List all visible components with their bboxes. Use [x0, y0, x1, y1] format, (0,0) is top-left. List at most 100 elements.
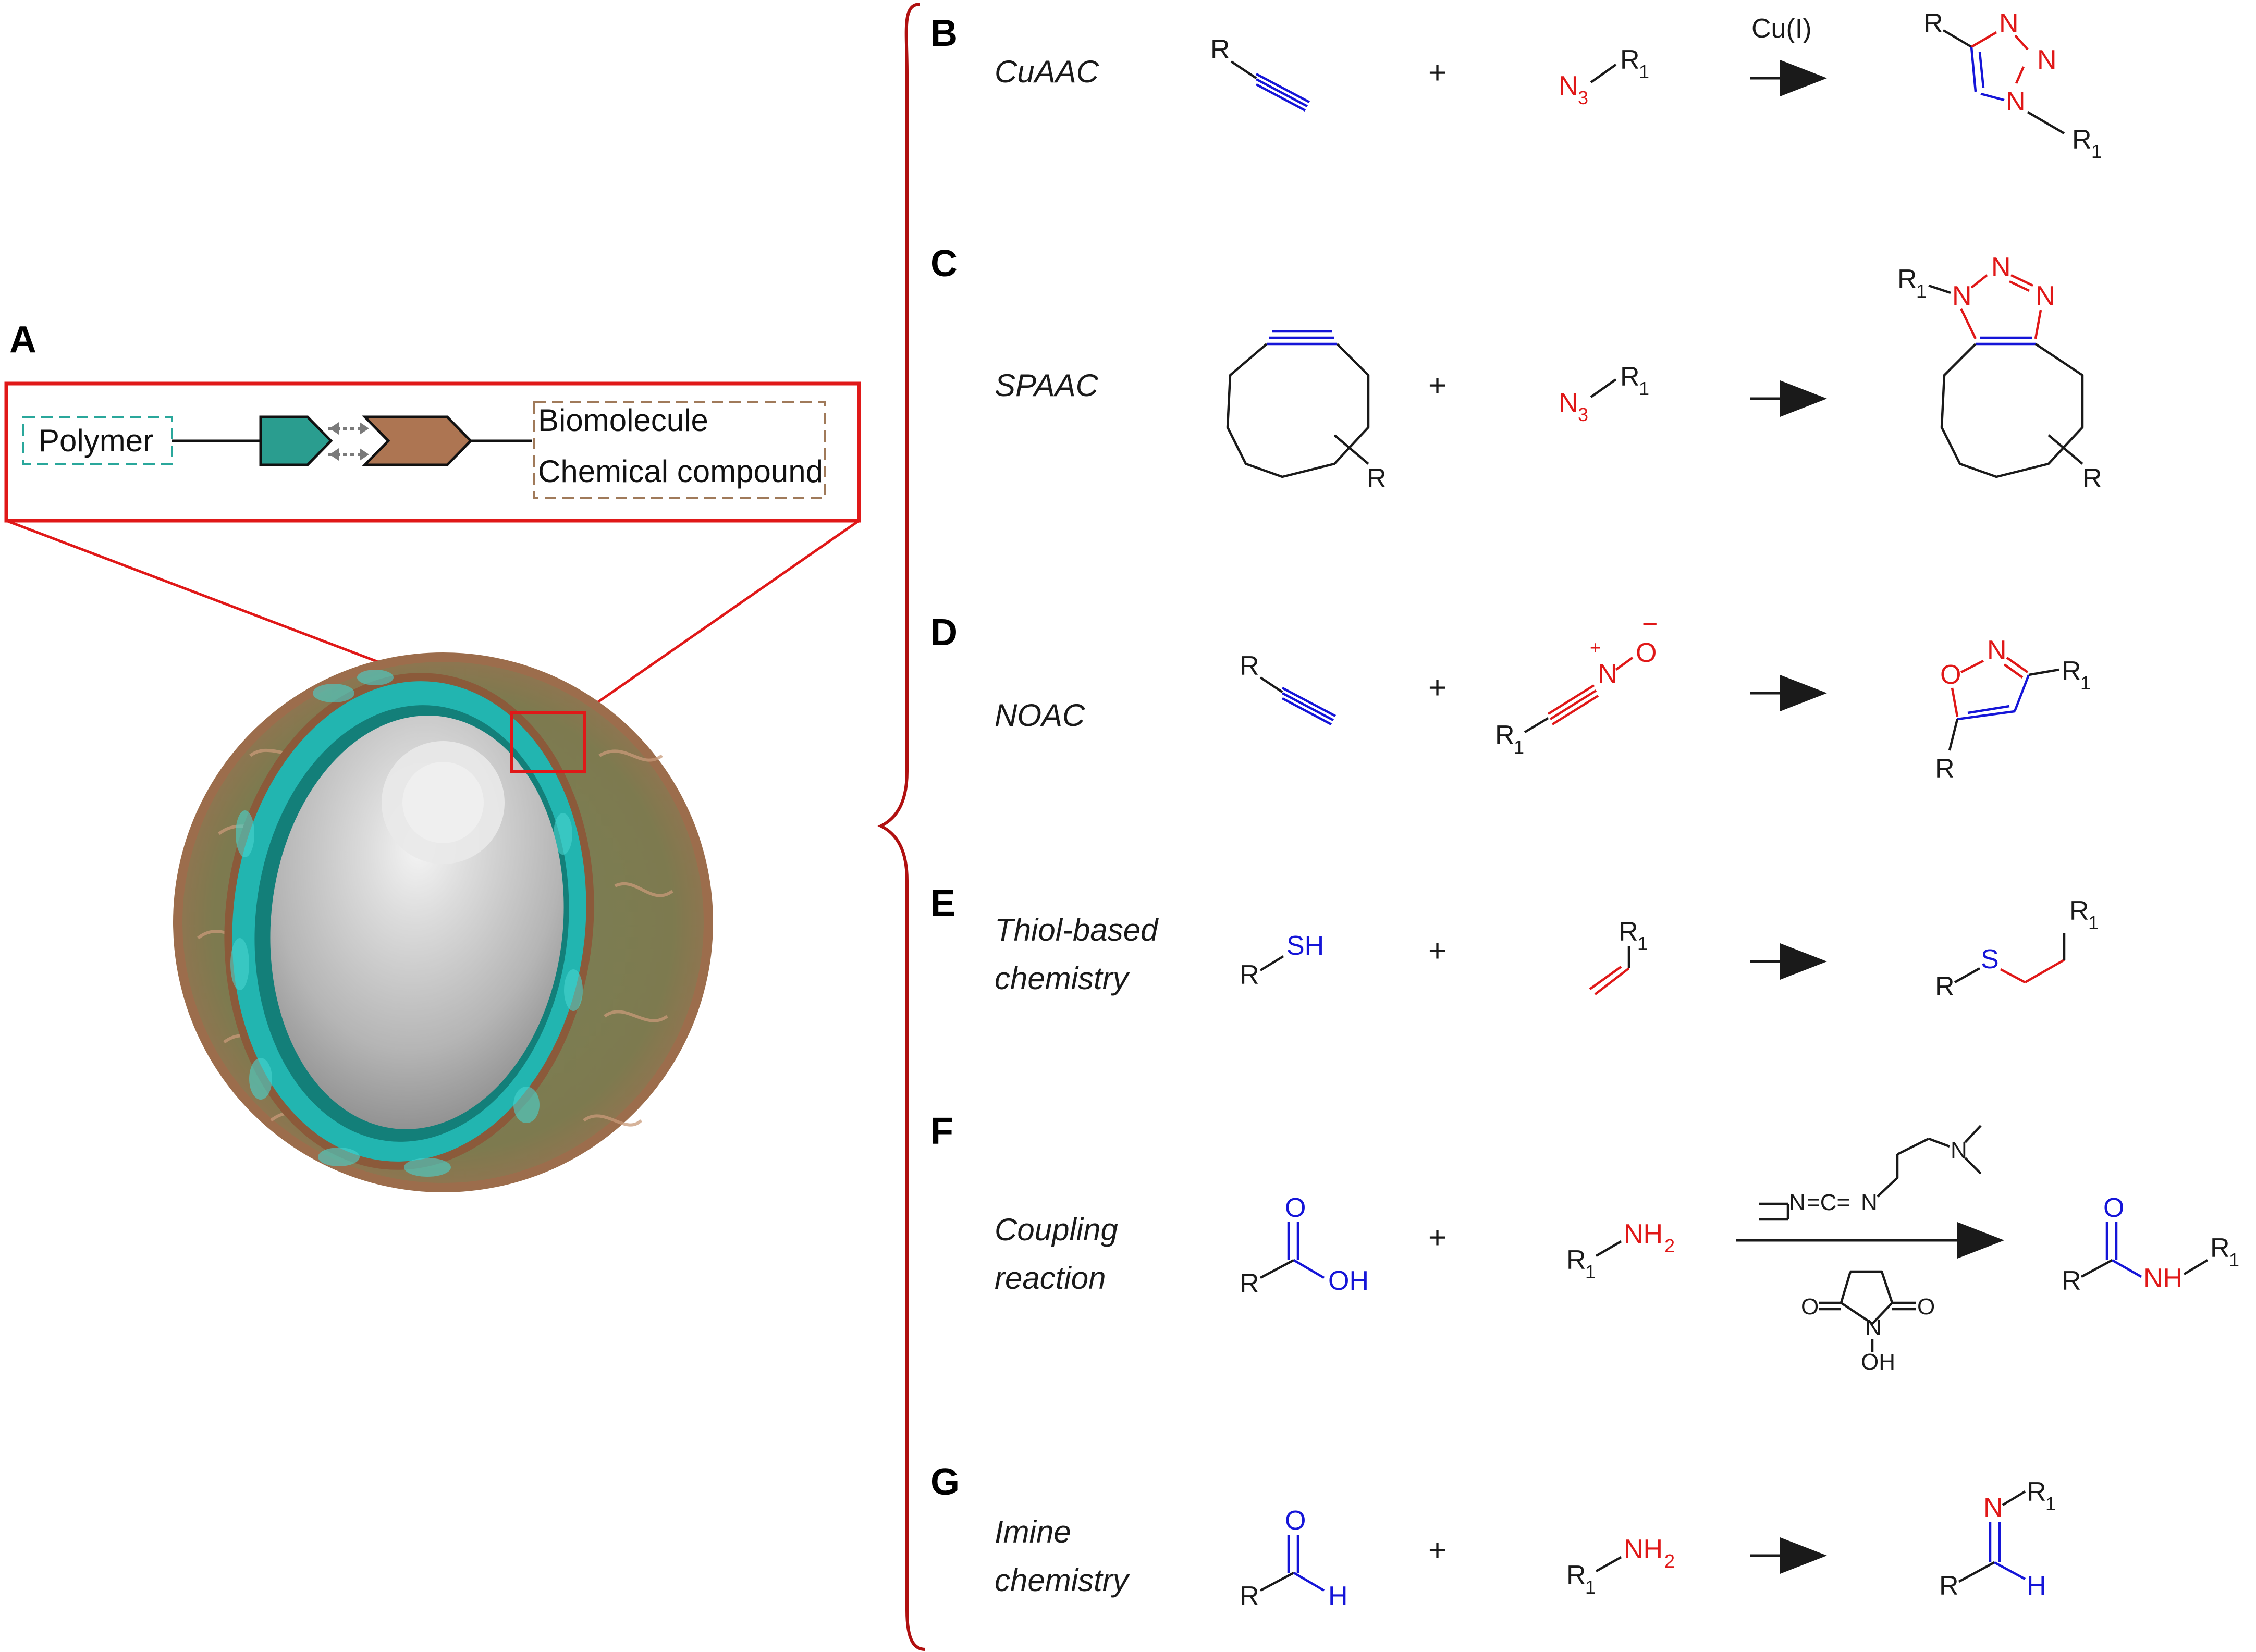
triple-bond: [1551, 695, 1599, 725]
bond: [1964, 1125, 1982, 1143]
polymer-box: [22, 416, 173, 465]
atom-r: R: [1939, 1571, 1959, 1601]
bond: [2002, 1490, 2026, 1506]
bond: [1293, 1259, 1325, 1279]
panel-e: E Thiol-based chemistry R SH + R 1 R S R…: [930, 883, 2099, 1002]
polymer-label: Polymer: [39, 423, 153, 458]
reaction-name-imine-2: chemistry: [995, 1563, 1131, 1598]
subscript: 1: [1514, 736, 1524, 758]
bond: [1970, 31, 1997, 48]
triple-bond: [1281, 687, 1337, 717]
panel-a: A Polymer Biomolecule Chemical compound: [4, 319, 861, 1192]
atom-r: R: [1620, 45, 1640, 75]
double-bond: [1589, 966, 1622, 990]
reaction-name-spaac: SPAAC: [995, 368, 1099, 403]
capsule-illustration: [173, 652, 713, 1192]
atom-r: R: [1367, 463, 1387, 494]
bond: [1928, 1137, 1950, 1148]
bond: [1980, 92, 2005, 102]
atom-n: N: [2006, 87, 2026, 117]
bond: [2111, 1259, 2142, 1278]
subscript: 1: [1585, 1261, 1596, 1283]
triple-bond: [1547, 684, 1595, 715]
bond: [2013, 674, 2030, 712]
reaction-name-imine: Imine: [995, 1514, 1071, 1549]
atom-n: N: [1861, 1190, 1878, 1215]
atom-o: O: [2103, 1193, 2124, 1223]
carbodiimide: =C=: [1807, 1190, 1850, 1215]
atom-n: N: [1983, 1493, 2003, 1523]
atom-r: R: [1620, 362, 1640, 392]
bond: [1948, 719, 1959, 751]
panel-c: C SPAAC R + N 3 R 1 R 1 N N N R: [930, 243, 2102, 494]
bond: [1595, 1240, 1622, 1257]
plus-sign: +: [1428, 55, 1446, 90]
bind-arrowtail-top: [329, 422, 339, 435]
triple-bond: [1255, 78, 1308, 107]
triple-bond: [1549, 689, 1597, 720]
triple-bond: [1255, 83, 1306, 112]
charge-minus: −: [1642, 609, 1658, 639]
double-bond: [2009, 280, 2030, 292]
biomolecule-handle: [362, 415, 473, 466]
double-bond: [2010, 274, 2033, 287]
bond: [1259, 955, 1284, 971]
reaction-name-thiol-2: chemistry: [995, 961, 1131, 996]
plus-sign: +: [1428, 670, 1446, 705]
fused-ring: [1940, 343, 2084, 478]
atom-n: N: [1865, 1315, 1882, 1340]
bond: [1951, 687, 1959, 717]
atom-r: R: [1495, 720, 1515, 750]
bond: [1230, 60, 1257, 79]
amine-group: NH: [1624, 1534, 1663, 1564]
atom-r: R: [1240, 651, 1259, 681]
bond: [2047, 434, 2083, 465]
bind-arrowtail-bottom: [329, 448, 339, 461]
atom-r: R: [2082, 463, 2102, 494]
triple-bond: [1281, 697, 1332, 725]
plus-sign: +: [1428, 1533, 1446, 1568]
bond: [1896, 1137, 1930, 1156]
panel-label-a: A: [9, 319, 36, 361]
atom-n: N: [1598, 659, 1617, 689]
subscript: 2: [1664, 1550, 1675, 1572]
panel-f: F Coupling reaction O R OH + R 1 NH 2 N …: [930, 1111, 2239, 1375]
bond: [1524, 717, 1549, 733]
atom-r: R: [1240, 1268, 1259, 1299]
reaction-name-cuaac: CuAAC: [995, 54, 1099, 89]
panel-label-f: F: [930, 1111, 953, 1152]
zoom-line-right: [583, 519, 860, 713]
bond: [1259, 1572, 1295, 1592]
bond: [1928, 284, 1951, 294]
bond: [1259, 676, 1283, 693]
atom-s: S: [1981, 944, 1999, 975]
subscript: 1: [1639, 378, 1649, 399]
catalyst-cu: Cu(I): [1751, 14, 1812, 44]
cyclooctyne-ring: [1226, 343, 1370, 478]
bond: [1333, 434, 1369, 465]
atom-r: R: [1935, 971, 1955, 1002]
biomolecule-box: [533, 401, 826, 499]
subscript: 1: [2091, 141, 2102, 162]
thiol-group: SH: [1286, 931, 1324, 961]
subscript: 3: [1578, 404, 1588, 425]
subscript: 1: [2045, 1493, 2056, 1514]
bond: [1993, 1561, 2026, 1580]
subscript: 1: [1637, 933, 1648, 954]
biomolecule-label: Biomolecule: [538, 403, 708, 438]
reaction-name-coupling-2: reaction: [995, 1261, 1106, 1296]
bind-arrowhead-bottom: [360, 448, 369, 461]
amide-nh: NH: [2143, 1263, 2183, 1293]
atom-n: N: [1952, 281, 1972, 311]
atom-n: N: [1789, 1190, 1806, 1215]
panel-label-c: C: [930, 243, 958, 285]
atom-o: O: [1917, 1294, 1935, 1320]
atom-n: N: [2036, 281, 2055, 311]
plus-sign: +: [1428, 933, 1446, 968]
bond: [2034, 310, 2042, 339]
subscript: 1: [1916, 280, 1927, 302]
bond: [2024, 959, 2065, 983]
panel-label-e: E: [930, 883, 955, 924]
atom-n: N: [2037, 45, 2057, 75]
bond: [1942, 29, 1972, 48]
